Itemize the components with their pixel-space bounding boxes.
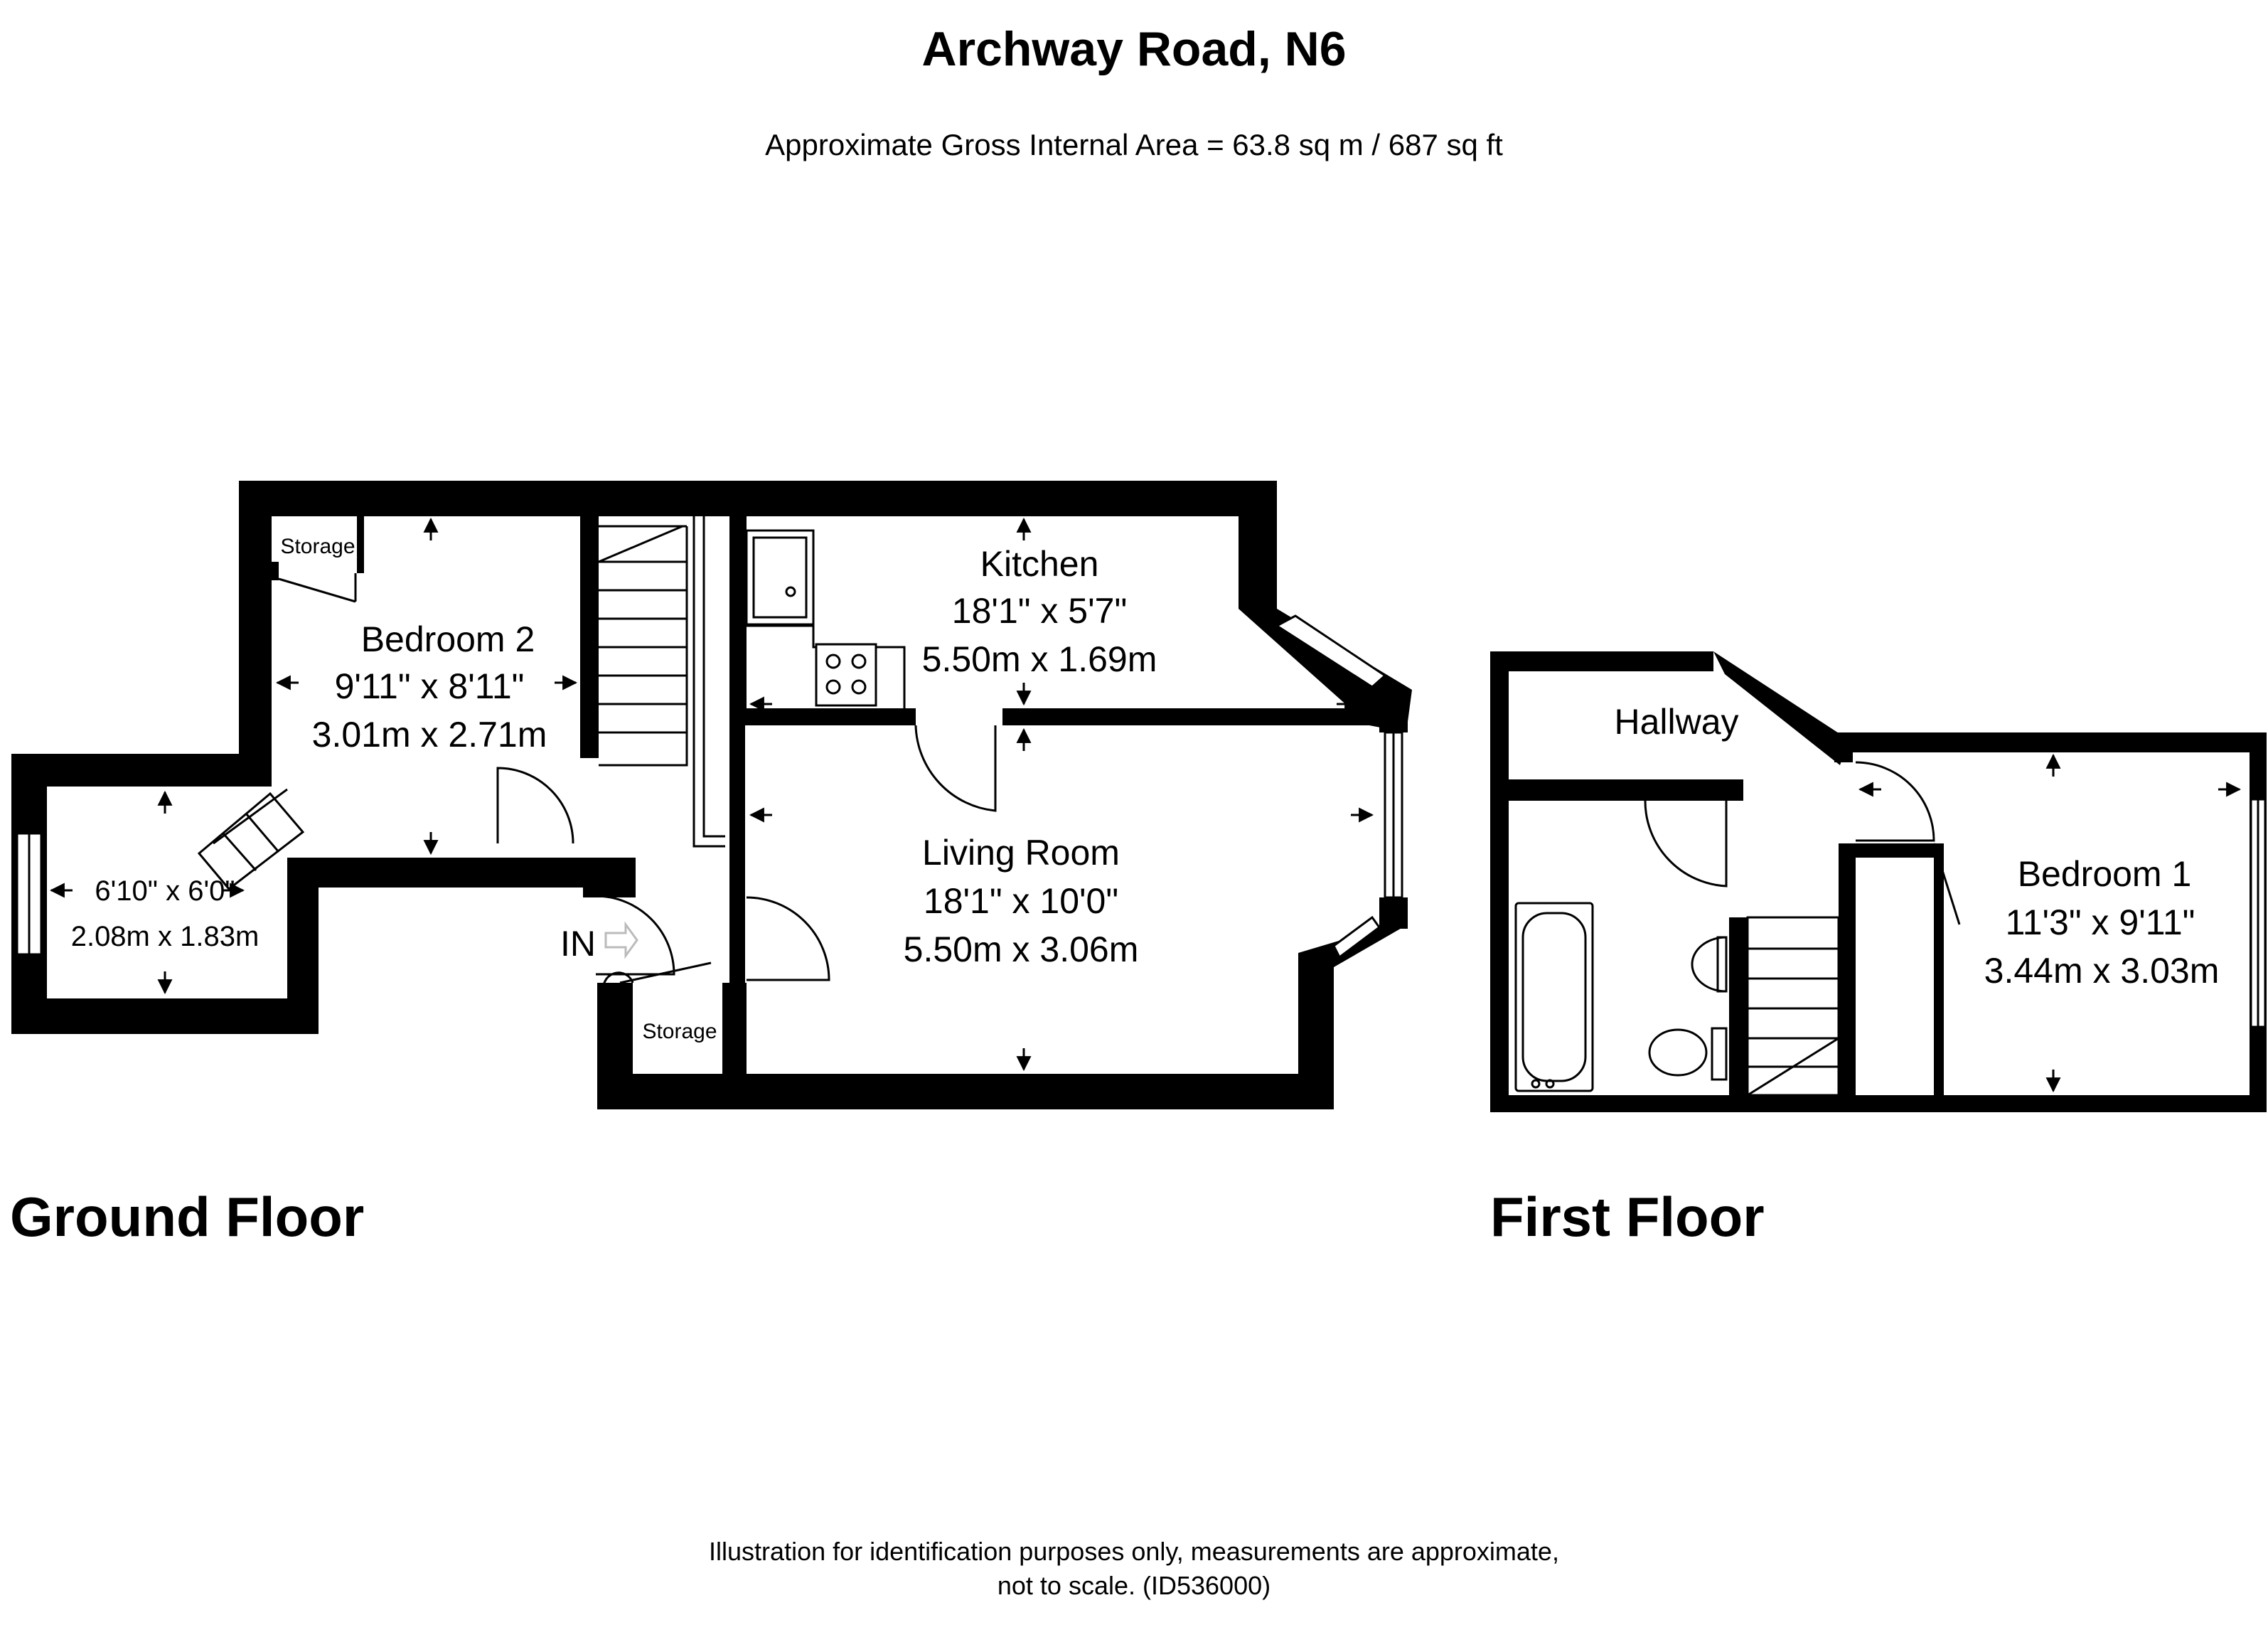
hob-icon: [815, 643, 877, 707]
storage-top-name: Storage: [280, 535, 355, 558]
annex-metric: 2.08m x 1.83m: [71, 921, 260, 952]
kitchen-name: Kitchen: [980, 544, 1099, 584]
disclaimer-line-1: Illustration for identification purposes…: [709, 1537, 1559, 1566]
first-windows: [2250, 798, 2267, 1028]
bathroom-fittings: [1514, 902, 1728, 1092]
basin-icon: [1691, 936, 1728, 993]
bathtub-icon: [1514, 902, 1594, 1092]
ground-staircase: [598, 516, 725, 848]
bedroom2-storage-walls: [272, 516, 364, 603]
disclaimer: Illustration for identification purposes…: [0, 1535, 2268, 1603]
annex-staircase: [197, 788, 305, 891]
entrance-arrow-icon: [604, 921, 638, 959]
entrance-label: IN: [560, 924, 596, 964]
first-staircase: [1746, 916, 1840, 1097]
living-room-name: Living Room: [922, 833, 1120, 873]
ground-doors: [496, 725, 997, 993]
annex-imperial: 6'10" x 6'0": [95, 875, 235, 907]
first-floor-label: First Floor: [1490, 1185, 1765, 1248]
toilet-icon: [1648, 1028, 1708, 1077]
kitchen-imperial: 18'1" x 5'7": [952, 591, 1127, 631]
bedroom1-name: Bedroom 1: [2018, 854, 2192, 894]
ground-dimension-arrows: [49, 517, 1374, 1072]
plan-title: Archway Road, N6: [921, 22, 1347, 76]
first-dimension-arrows: [1858, 753, 2242, 1093]
bedroom1-metric: 3.44m x 3.03m: [1984, 951, 2220, 991]
first-doors: [1644, 761, 1961, 925]
kitchen-fittings: [745, 529, 906, 708]
gross-area: Approximate Gross Internal Area = 63.8 s…: [765, 128, 1503, 161]
bedroom1-imperial: 11'3" x 9'11": [2006, 902, 2195, 942]
bedroom2-name: Bedroom 2: [361, 619, 535, 659]
ground-windows: [16, 614, 1403, 959]
living-room-imperial: 18'1" x 10'0": [924, 881, 1118, 921]
storage-bottom-name: Storage: [642, 1020, 717, 1043]
bedroom2-imperial: 9'11" x 8'11": [335, 666, 525, 706]
kitchen-metric: 5.50m x 1.69m: [922, 639, 1157, 679]
living-room-metric: 5.50m x 3.06m: [904, 929, 1139, 969]
hallway-name: Hallway: [1614, 702, 1738, 742]
first-floor-plan: Hallway Bedroom 1 11'3" x 9'11" 3.44m x …: [1490, 651, 2267, 1112]
ground-floor-plan: Storage Bedroom 2 9'11" x 8'11" 3.01m x …: [11, 481, 1412, 1109]
ground-floor-label: Ground Floor: [10, 1185, 365, 1248]
disclaimer-line-2: not to scale. (ID536000): [997, 1571, 1271, 1600]
sink-icon: [745, 529, 815, 626]
ground-walls: [11, 481, 1412, 1109]
bedroom2-metric: 3.01m x 2.71m: [312, 715, 547, 755]
